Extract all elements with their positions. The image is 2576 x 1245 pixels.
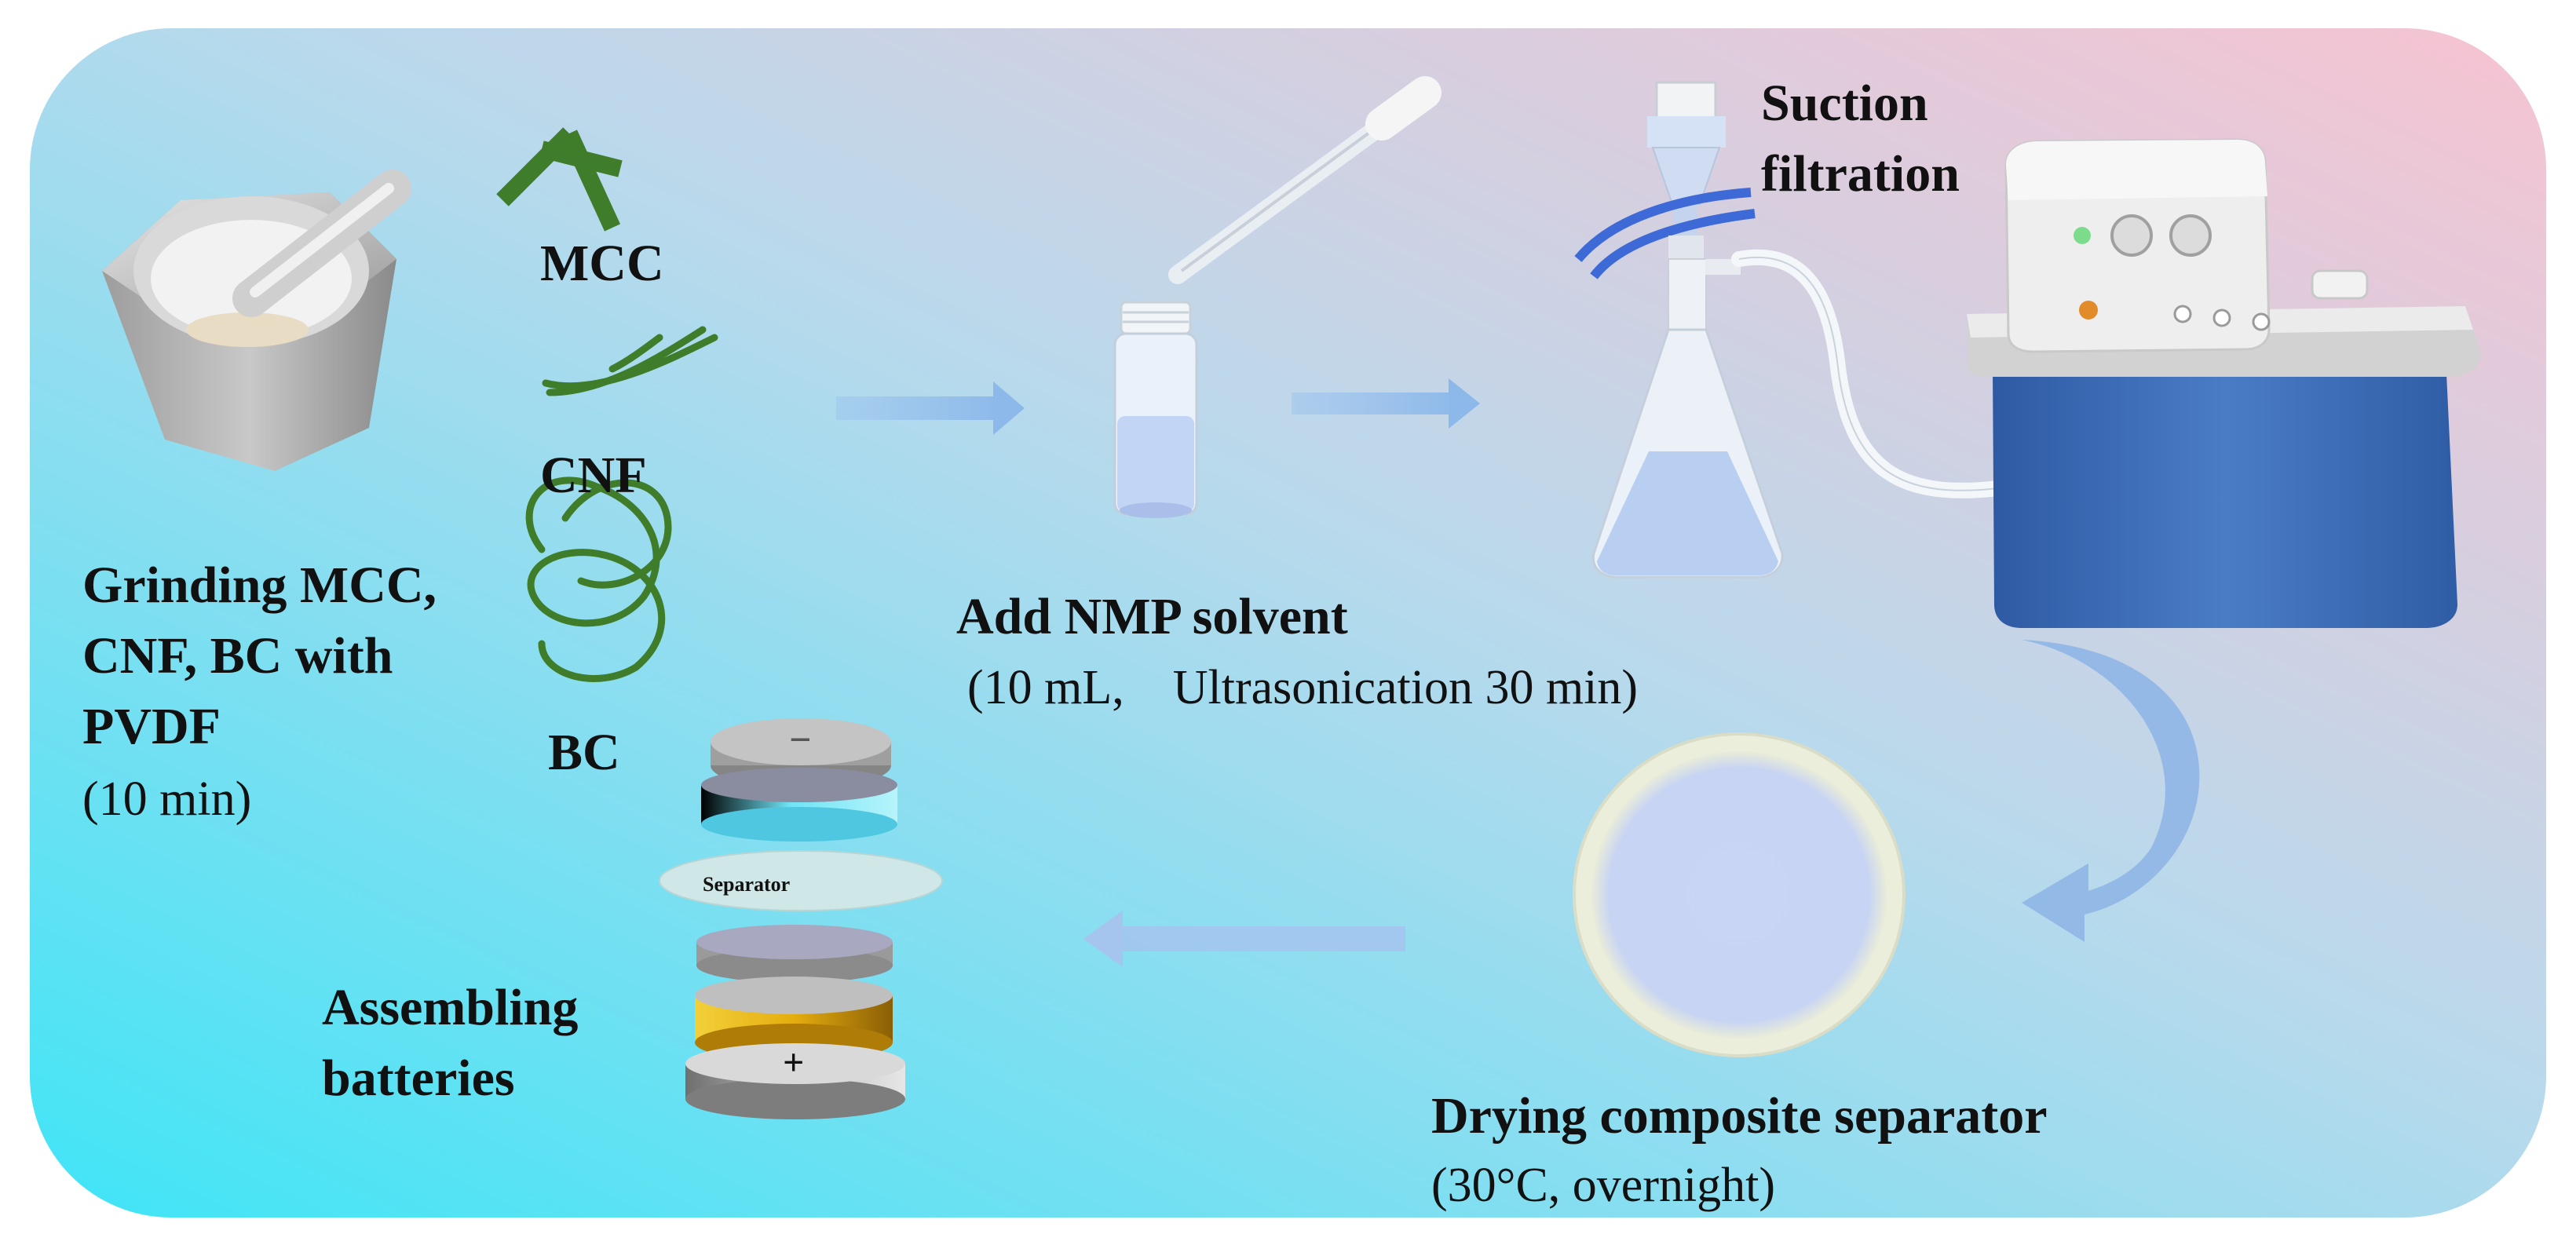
filtration-line2: filtration xyxy=(1761,145,1960,203)
mortar-pestle-icon xyxy=(102,170,411,471)
mcc-fiber-icon xyxy=(496,127,623,232)
battery-separator-label: Separator xyxy=(703,873,791,896)
solvent-detail: (10 mL, Ultrasonication 30 min) xyxy=(967,661,1639,714)
battery-plus-label: + xyxy=(783,1042,805,1083)
label-mcc: MCC xyxy=(540,235,664,292)
grinding-line1: Grinding MCC, xyxy=(82,557,437,614)
vial-icon xyxy=(1113,301,1198,518)
vacuum-pump-icon xyxy=(1967,138,2481,628)
pipette-icon xyxy=(1168,76,1441,284)
label-bc: BC xyxy=(548,724,620,781)
assembling-line1: Assembling xyxy=(322,979,579,1036)
grinding-line2: CNF, BC with xyxy=(82,627,393,685)
background-panel xyxy=(30,28,2546,1218)
coin-cell-icon xyxy=(659,718,943,1119)
arrow-solvent-to-filtration xyxy=(1292,378,1480,429)
battery-minus-label: − xyxy=(789,717,812,761)
suction-flask-icon xyxy=(1574,81,1784,579)
curved-arrow-icon xyxy=(2022,640,2200,942)
membrane-disc-icon xyxy=(1573,732,1906,1057)
grinding-line3: PVDF xyxy=(82,698,221,755)
drying-detail: (30°C, overnight) xyxy=(1431,1159,1776,1212)
arrow-grind-to-solvent xyxy=(836,382,1025,435)
assembling-line2: batteries xyxy=(322,1050,515,1107)
drying-title: Drying composite separator xyxy=(1431,1087,2048,1145)
grinding-detail: (10 min) xyxy=(82,772,252,826)
solvent-title: Add NMP solvent xyxy=(956,588,1348,645)
label-cnf: CNF xyxy=(540,447,647,504)
cnf-fiber-icon xyxy=(542,326,718,396)
bc-fiber-icon xyxy=(525,476,672,682)
arrow-drying-to-assembling xyxy=(1083,911,1405,967)
filtration-line1: Suction xyxy=(1761,75,1928,132)
